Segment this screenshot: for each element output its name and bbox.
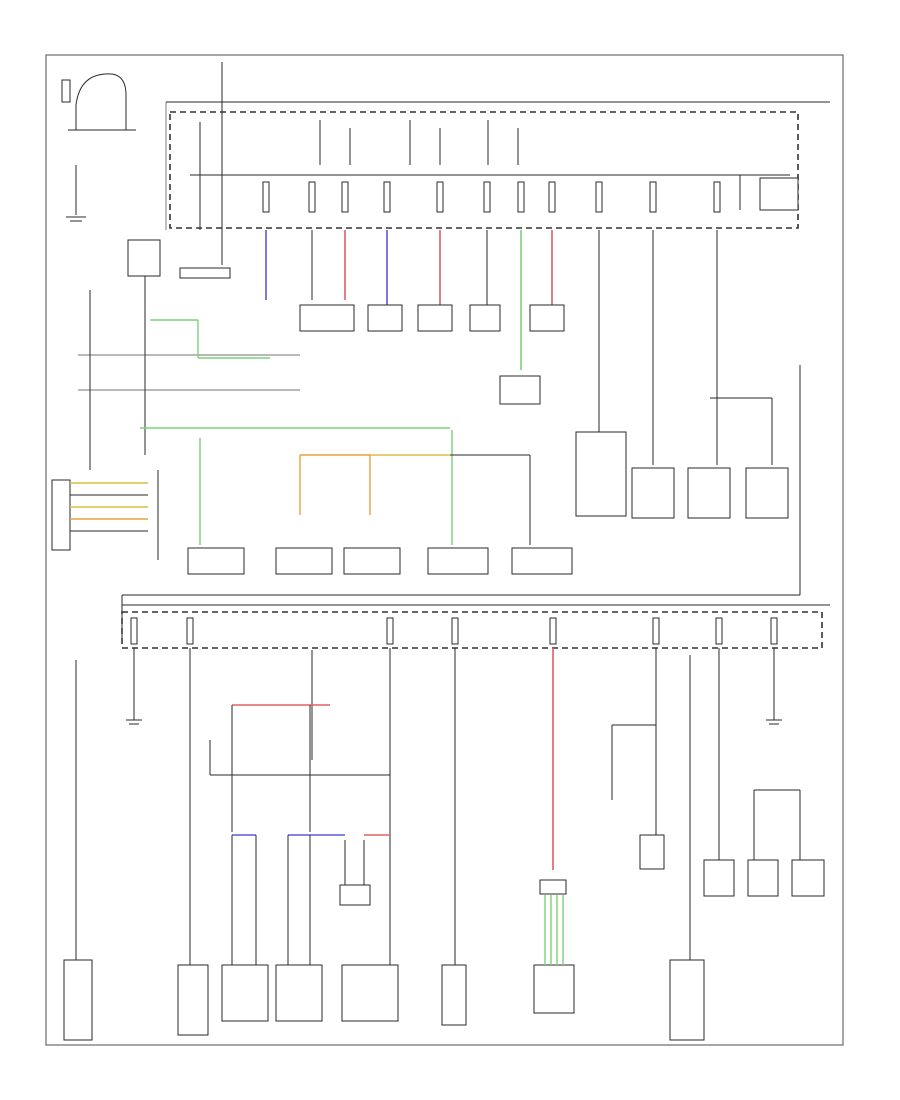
lower-fuse-box bbox=[121, 611, 823, 649]
lower-right-components bbox=[611, 724, 825, 897]
data-link-connector bbox=[51, 479, 71, 551]
battery bbox=[61, 73, 136, 222]
multi-pin-connector bbox=[539, 879, 567, 965]
heated-seat-circuit bbox=[209, 704, 390, 965]
lower-fuse-row bbox=[130, 617, 778, 645]
upper-components bbox=[179, 267, 565, 405]
relays bbox=[319, 120, 519, 165]
door-switches bbox=[187, 547, 573, 575]
lower-modules bbox=[221, 959, 705, 1041]
ground-symbols bbox=[126, 719, 782, 725]
right-modules bbox=[575, 431, 789, 519]
upper-fuse-row bbox=[262, 181, 721, 213]
fuse-relay-box bbox=[169, 111, 799, 229]
fuse-box-relay bbox=[759, 177, 799, 211]
ignition-circuit bbox=[78, 239, 300, 470]
